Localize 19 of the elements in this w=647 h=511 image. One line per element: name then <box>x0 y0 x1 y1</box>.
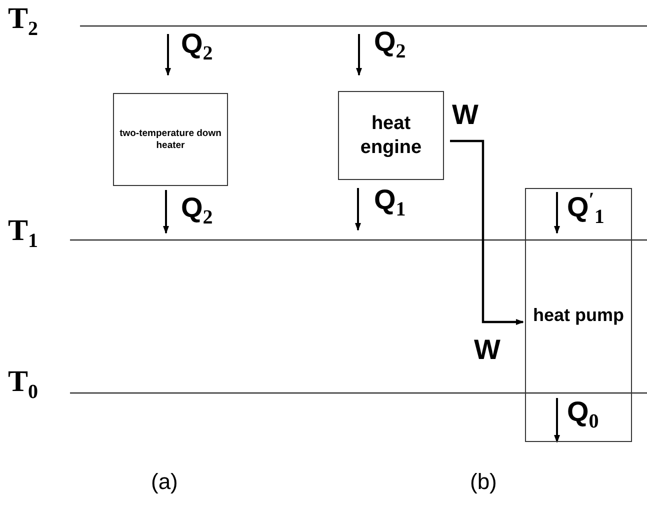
work-label: W <box>474 336 500 364</box>
heat-label: Q$_{1}$ <box>374 186 406 220</box>
panel-label: (b) <box>470 471 497 493</box>
process-box <box>525 188 632 442</box>
temperature-label: T$_{2}$ <box>8 4 38 39</box>
panel-label: (a) <box>151 471 178 493</box>
heat-label: Q$_{2}$ <box>181 194 213 228</box>
work-arrow <box>450 140 524 325</box>
temperature-label: T$_{0}$ <box>8 367 38 402</box>
box-label: heat pump <box>532 304 624 326</box>
heat-label: Q$_{2}$ <box>181 30 213 64</box>
box-label: heat engine <box>359 112 423 160</box>
temperature-label: T$_{1}$ <box>8 216 38 251</box>
heat-label: Q$_{0}$ <box>567 398 599 432</box>
work-label: W <box>452 101 478 129</box>
process-box <box>338 91 444 180</box>
box-label: two-temperature down heater <box>118 128 222 152</box>
process-box <box>113 93 228 186</box>
heat-label: Q$_{2}$ <box>374 28 406 62</box>
